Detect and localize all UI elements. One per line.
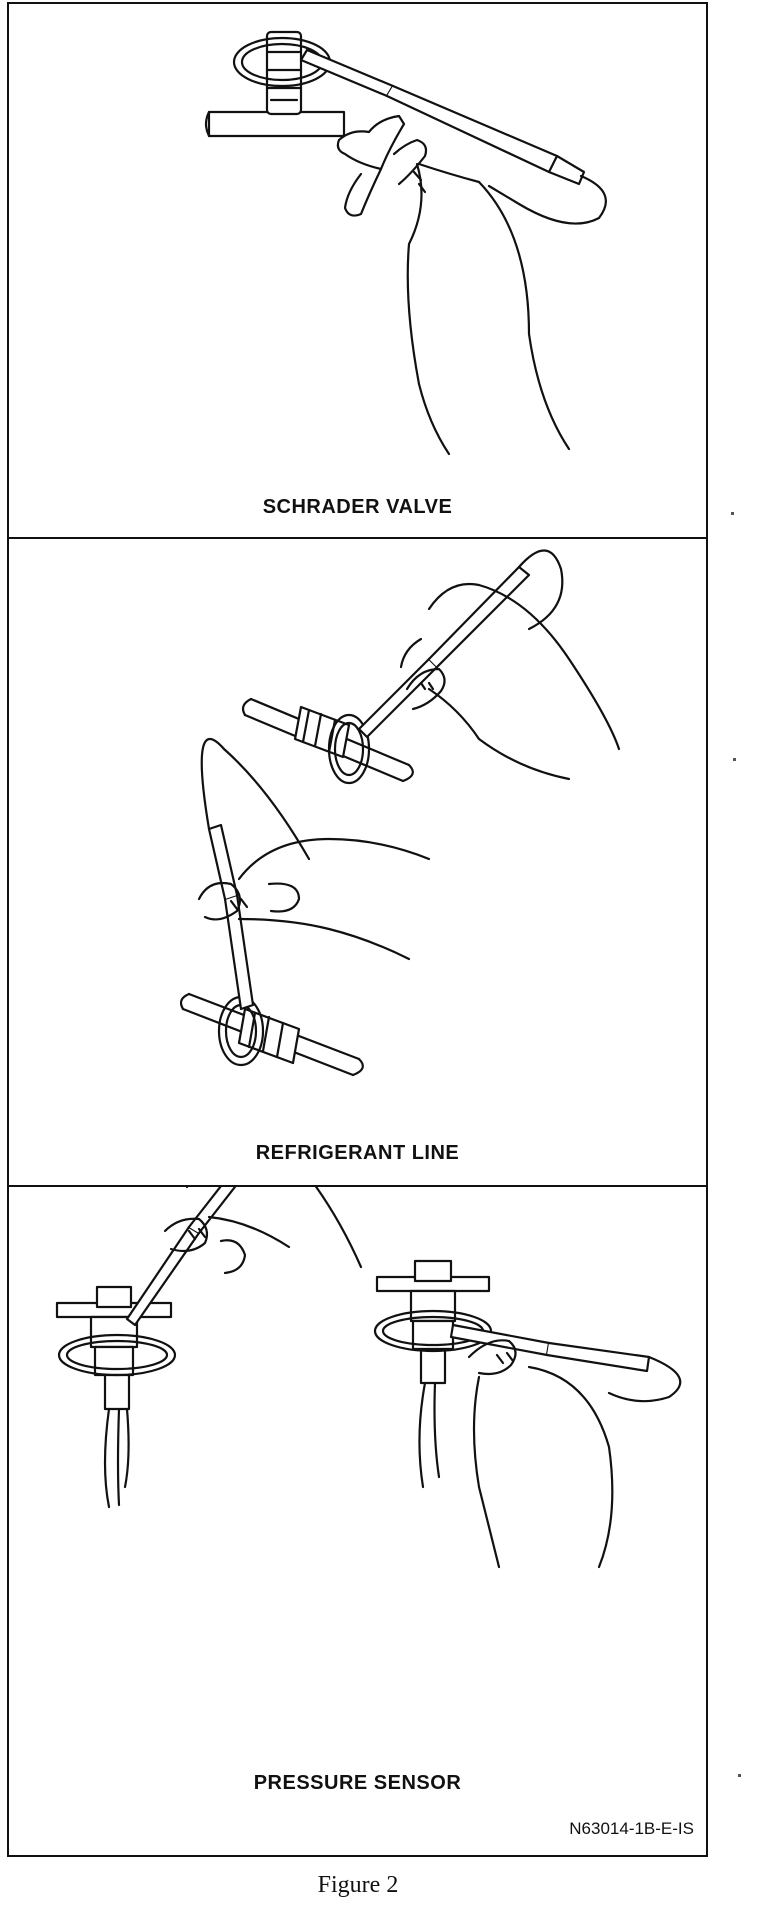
part-number: N63014-1B-E-IS (569, 1819, 694, 1838)
scan-speck (731, 512, 734, 515)
figure-frame: SCHRADER VALVE (7, 2, 708, 1857)
scan-speck (738, 1774, 741, 1777)
caption-schrader-valve: SCHRADER VALVE (262, 496, 453, 518)
panel-pressure-sensor: PRESSURE SENSOR N63014-1B-E-IS (9, 1187, 706, 1855)
refrigerant-line-illustration (179, 549, 621, 1077)
panel-schrader-valve: SCHRADER VALVE (9, 4, 706, 539)
caption-pressure-sensor: PRESSURE SENSOR (253, 1772, 462, 1794)
panel-refrigerant-line: REFRIGERANT LINE (9, 539, 706, 1187)
figure-caption: Figure 2 (317, 1872, 399, 1898)
scan-speck (733, 758, 736, 761)
schrader-valve-illustration (204, 30, 607, 456)
pressure-sensor-illustration (55, 1187, 682, 1569)
caption-refrigerant-line: REFRIGERANT LINE (255, 1142, 460, 1164)
